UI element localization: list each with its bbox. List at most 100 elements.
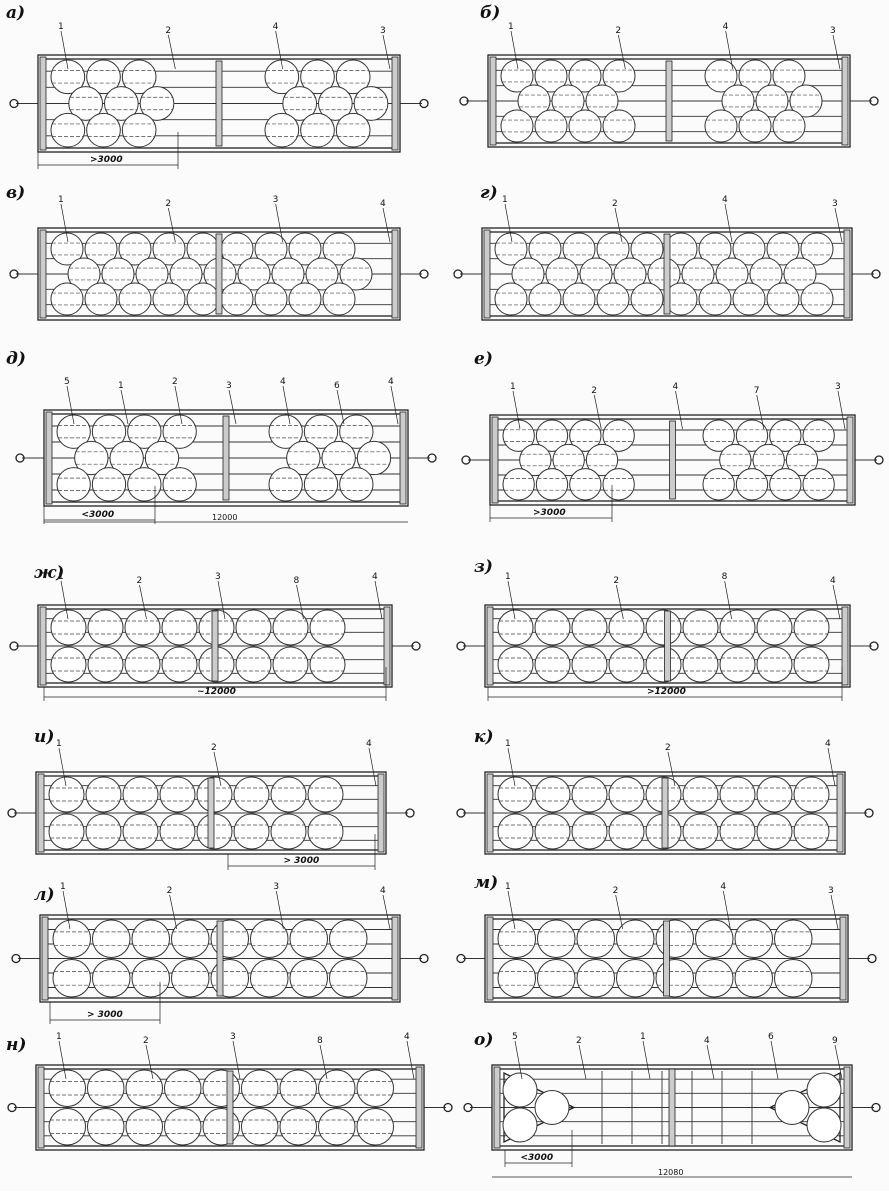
coil [502, 468, 535, 501]
end-wall-left [39, 56, 47, 151]
coil [159, 776, 196, 813]
coil [121, 112, 157, 148]
callout-number: 2 [167, 886, 173, 896]
coupler-left-eye [459, 96, 469, 106]
coupler-left-eye [456, 953, 466, 964]
dimension-label: > 3000 [87, 1010, 123, 1020]
callout-leader [60, 203, 69, 243]
callout-leader [169, 894, 178, 930]
coil [655, 919, 694, 958]
coil [87, 609, 124, 646]
callout-leader [139, 584, 147, 620]
end-wall-left [39, 229, 47, 319]
callout-number: 4 [372, 572, 378, 582]
coil [104, 86, 139, 121]
coil [300, 59, 335, 95]
coil [353, 86, 389, 121]
callout-number: 1 [640, 1032, 646, 1042]
coupler-left-eye [453, 269, 463, 279]
callout-leader [578, 1044, 587, 1080]
coil [86, 59, 121, 95]
callout-number: 1 [508, 22, 514, 32]
callout-number: 1 [510, 382, 516, 392]
coil [502, 1107, 538, 1143]
dimension-label: <3000 [82, 510, 115, 520]
callout-number: 2 [576, 1036, 582, 1046]
coil [494, 282, 528, 316]
coil [186, 282, 220, 316]
coil [85, 776, 122, 813]
panel-label: о) [474, 1030, 493, 1050]
callout-number: 3 [830, 26, 836, 36]
coil [602, 419, 635, 452]
coil [568, 109, 602, 143]
callout-leader [725, 30, 734, 70]
callout-number: 4 [380, 199, 386, 209]
coil [50, 232, 84, 266]
coil [534, 646, 571, 683]
coil [719, 646, 756, 683]
coil [769, 419, 802, 452]
coil [537, 919, 576, 958]
center-separator [661, 777, 669, 849]
coil [202, 1108, 240, 1146]
end-wall-right [391, 229, 399, 319]
coupler-right-eye [405, 808, 415, 818]
callout-leader [675, 390, 683, 430]
callout-leader [827, 747, 836, 787]
coil [169, 257, 203, 291]
panel-label: г) [480, 183, 498, 203]
coil [719, 609, 756, 646]
coil [571, 813, 608, 850]
coil [738, 109, 772, 143]
callout-leader [374, 580, 383, 620]
coil [68, 86, 103, 121]
callout-leader [368, 747, 377, 787]
coil [511, 257, 545, 291]
coil [732, 232, 766, 266]
coil [339, 467, 374, 502]
coupler-left-eye [11, 953, 21, 964]
coil [682, 646, 719, 683]
coil [250, 919, 289, 958]
coupler-right-eye [874, 455, 884, 465]
end-wall-right [383, 606, 391, 686]
coil [84, 282, 118, 316]
coil [785, 443, 819, 477]
coil [92, 959, 131, 998]
end-wall-right [836, 773, 844, 853]
callout-leader [722, 890, 731, 930]
callout-leader [617, 34, 626, 70]
coil [545, 257, 579, 291]
coil [356, 1069, 394, 1107]
coil [321, 440, 356, 476]
callout-number: 4 [273, 22, 279, 32]
coupler-right-eye [869, 96, 879, 106]
coupler-left-eye [9, 641, 19, 651]
coil [233, 813, 270, 850]
coil [571, 646, 608, 683]
coil [702, 419, 735, 452]
coil [497, 646, 534, 683]
callout-leader [593, 394, 602, 430]
callout-number: 2 [143, 1036, 149, 1046]
callout-leader [382, 207, 391, 243]
coupler-right-eye [864, 808, 874, 818]
callout-leader [837, 390, 846, 430]
panel-label: и) [34, 727, 54, 747]
coil [202, 1069, 240, 1107]
callout-number: 3 [273, 195, 279, 205]
end-wall-right [843, 229, 851, 319]
end-wall-right [399, 411, 407, 505]
coil [196, 813, 233, 850]
dimension-label: >3000 [90, 155, 123, 165]
coil [497, 776, 534, 813]
coil [756, 609, 793, 646]
callout-number: 3 [273, 882, 279, 892]
coupler-right-eye [427, 453, 437, 463]
